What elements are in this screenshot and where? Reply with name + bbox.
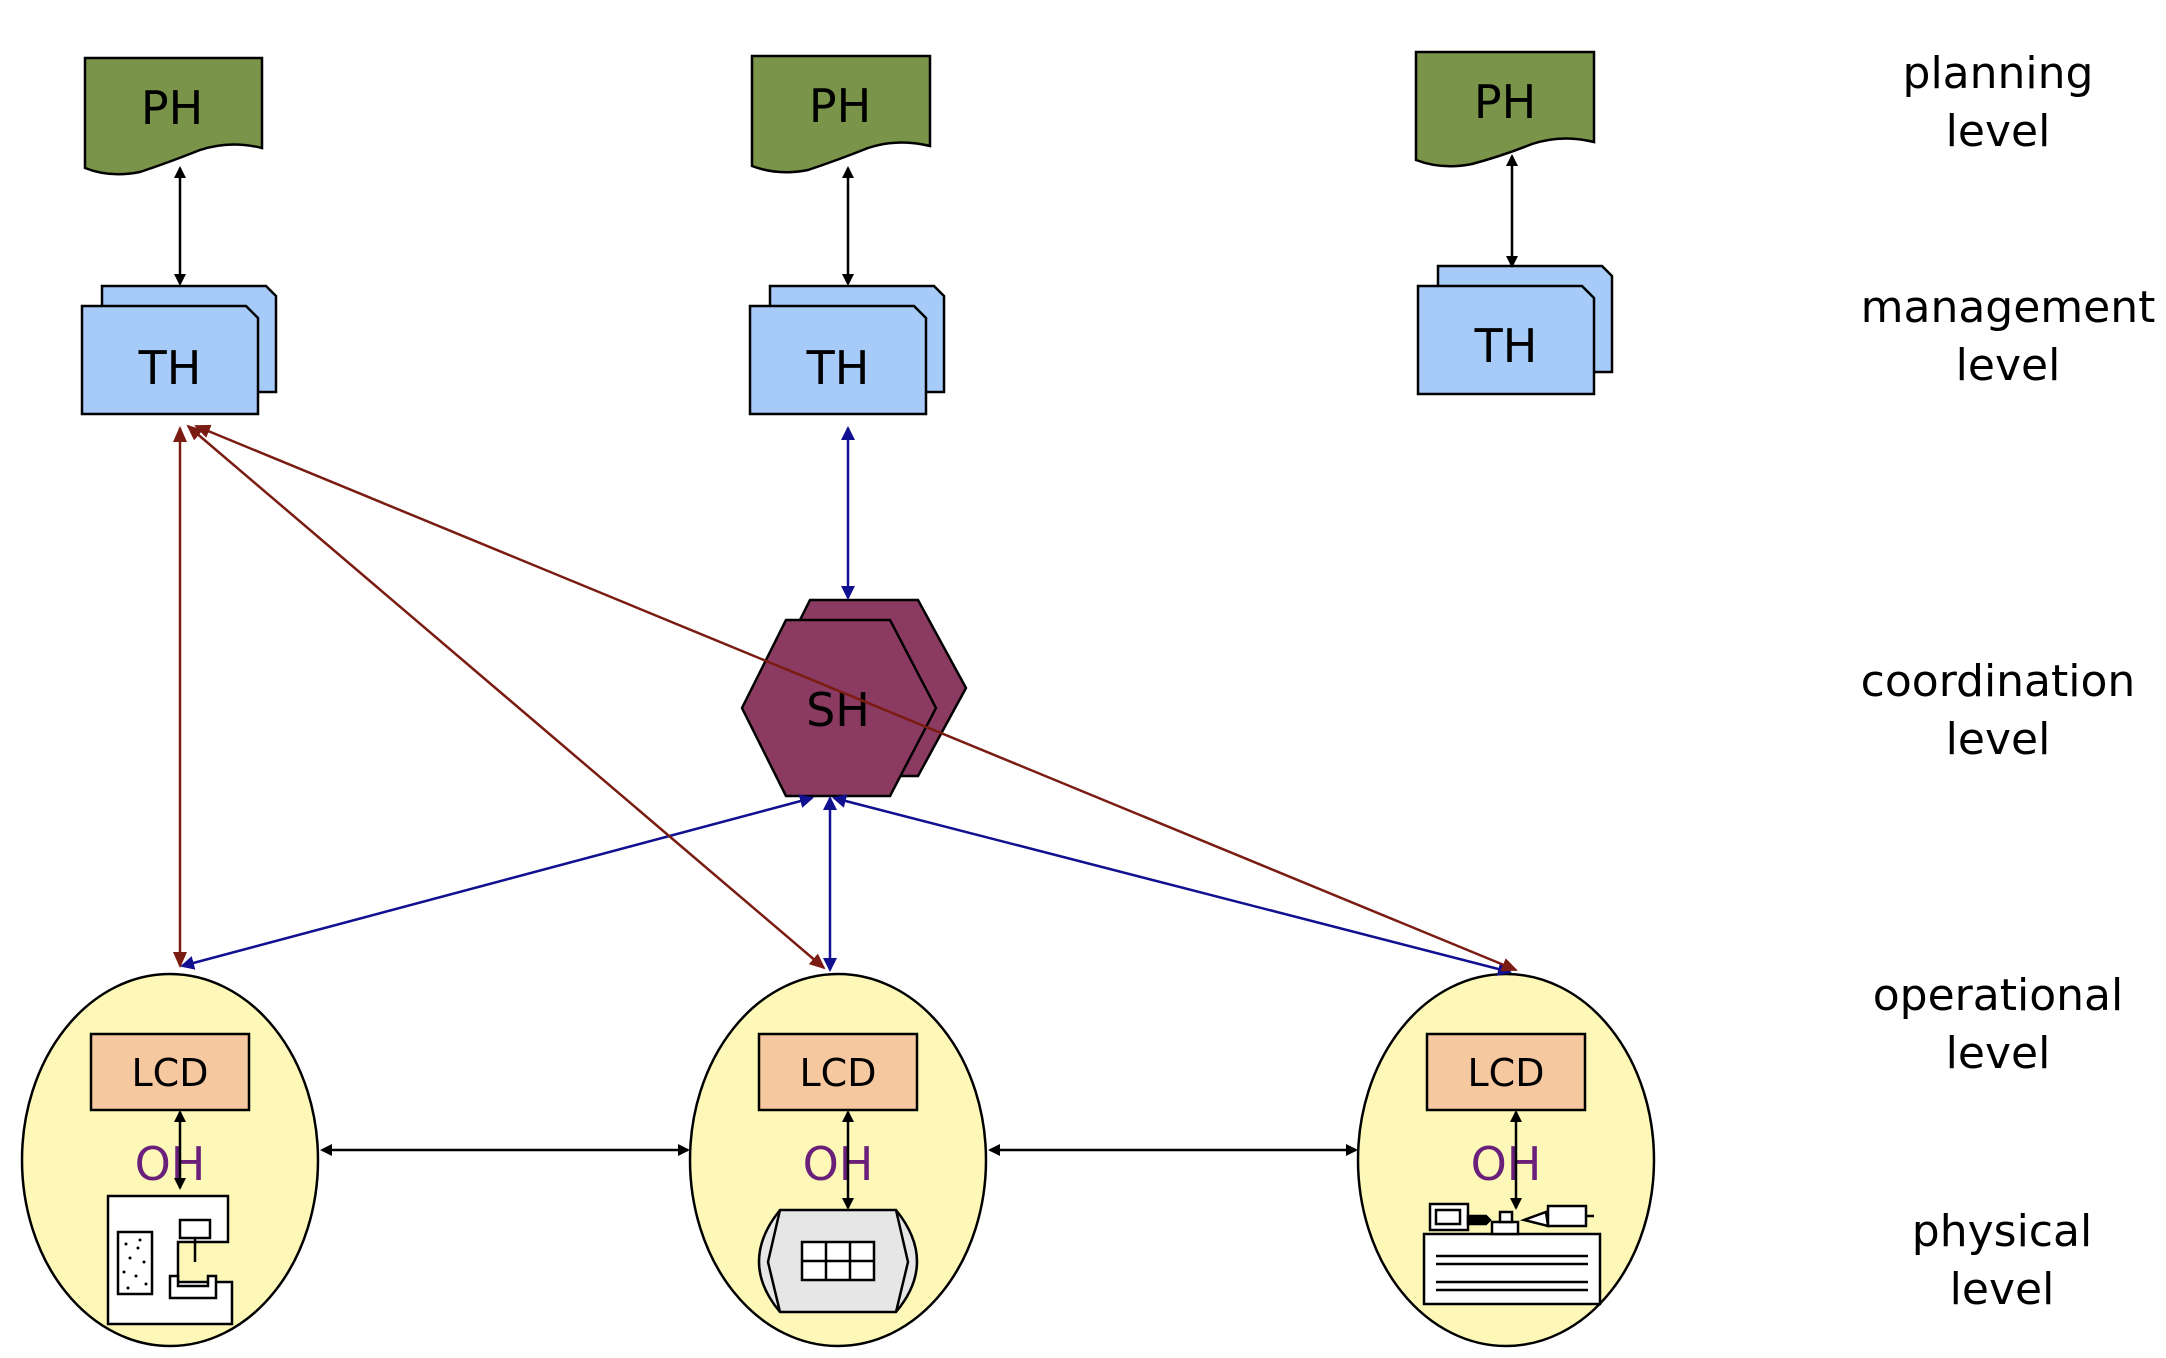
conveyor-icon bbox=[757, 1208, 919, 1314]
th1-oh2-arrow bbox=[186, 424, 826, 970]
lcd-box-2 bbox=[757, 1032, 919, 1112]
level-management-line1: management bbox=[1861, 282, 2156, 333]
level-planning-line1: planning bbox=[1903, 48, 2094, 99]
level-label-coordination: coordination level bbox=[1861, 656, 2136, 765]
level-coordination-line1: coordination bbox=[1861, 656, 2136, 707]
th-label-2: TH bbox=[806, 341, 870, 395]
lcd-label-2: LCD bbox=[800, 1051, 877, 1095]
th-holon-2: TH bbox=[748, 284, 946, 416]
lcd-label-3: LCD bbox=[1468, 1051, 1545, 1095]
oh-label-3: OH bbox=[1471, 1137, 1542, 1191]
ph-holon-2: PH bbox=[750, 54, 932, 174]
sh-oh3-arrow bbox=[832, 794, 1512, 976]
th-holon-3: TH bbox=[1416, 264, 1614, 396]
ph-holon-1: PH bbox=[83, 56, 264, 176]
lathe-icon bbox=[1422, 1202, 1602, 1306]
operational-holon-3: LCD OH bbox=[1356, 972, 1656, 1348]
operational-holon-2: LCD OH bbox=[688, 972, 988, 1348]
lcd-box-3 bbox=[1425, 1032, 1587, 1112]
operational-holon-1: LCD OH bbox=[20, 972, 320, 1348]
ph-label-1: PH bbox=[141, 81, 203, 135]
ph-holon-3: PH bbox=[1414, 50, 1596, 168]
level-label-operational: operational level bbox=[1873, 970, 2123, 1079]
level-planning-line2: level bbox=[1946, 106, 2051, 157]
level-physical-line2: level bbox=[1950, 1264, 2055, 1315]
milling-machine-dots bbox=[122, 1238, 148, 1290]
level-management-line2: level bbox=[1956, 340, 2061, 391]
th-label-3: TH bbox=[1474, 319, 1538, 373]
th-label-1: TH bbox=[138, 341, 202, 395]
level-coordination-line2: level bbox=[1946, 714, 2051, 765]
milling-machine-icon bbox=[106, 1194, 234, 1326]
th-holon-1: TH bbox=[80, 284, 278, 416]
lcd-label-1: LCD bbox=[132, 1051, 209, 1095]
ph-label-2: PH bbox=[809, 79, 871, 133]
level-operational-line1: operational bbox=[1873, 970, 2123, 1021]
level-label-planning: planning level bbox=[1903, 48, 2094, 157]
level-label-physical: physical level bbox=[1912, 1206, 2092, 1315]
lcd-box-1 bbox=[89, 1032, 251, 1112]
level-label-management: management level bbox=[1861, 282, 2156, 391]
th1-oh3-arrow bbox=[194, 424, 1518, 972]
sh-oh1-arrow bbox=[180, 794, 814, 970]
oh-label-2: OH bbox=[803, 1137, 874, 1191]
oh-label-1: OH bbox=[135, 1137, 206, 1191]
level-operational-line2: level bbox=[1946, 1028, 2051, 1079]
ph-label-3: PH bbox=[1474, 75, 1536, 129]
level-physical-line1: physical bbox=[1912, 1206, 2092, 1257]
